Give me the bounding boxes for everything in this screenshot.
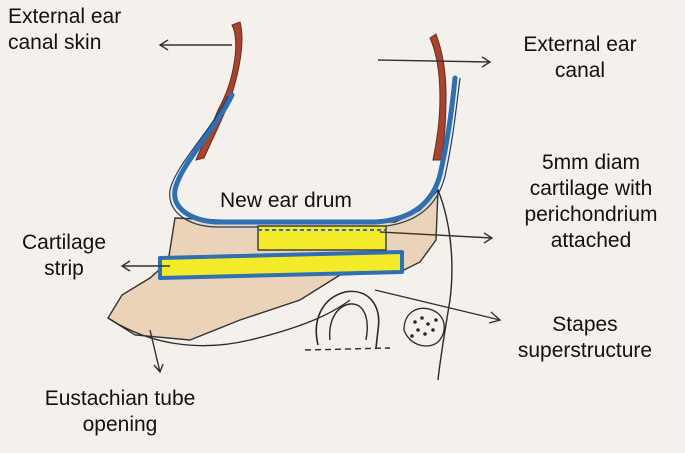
- label-line: External ear: [8, 5, 122, 28]
- label-line: Eustachian tube: [44, 387, 196, 410]
- cartilage-strip: [158, 250, 404, 280]
- label-line: canal: [554, 59, 606, 82]
- label-line: superstructure: [517, 339, 653, 362]
- arrow-external-canal: [377, 59, 491, 63]
- label-line: Cartilage: [21, 231, 107, 254]
- label-line: canal skin: [8, 31, 102, 54]
- label-external-ear-canal: External ear canal: [500, 32, 660, 84]
- stapes-footplate: [304, 347, 391, 351]
- arrow-eustachian: [149, 329, 161, 373]
- label-line: attached: [550, 229, 632, 252]
- pointer-arrows: [120, 39, 502, 374]
- label-eustachian-tube-opening: Eustachian tube opening: [20, 386, 220, 438]
- tissue-lower-edge: [107, 299, 351, 347]
- new-ear-drum: [172, 75, 458, 225]
- label-cartilage-graft: 5mm diam cartilage with perichondrium at…: [506, 150, 676, 254]
- label-new-ear-drum: New ear drum: [220, 189, 352, 212]
- canal-skin-right: [429, 33, 447, 161]
- canal-skin-left: [195, 21, 243, 161]
- label-line: strip: [44, 257, 84, 280]
- label-cartilage-strip: Cartilage strip: [6, 230, 122, 282]
- label-line: 5mm diam: [541, 151, 641, 174]
- round-window-niche: [403, 307, 445, 347]
- inner-wall: [437, 189, 453, 381]
- stapes-superstructure: [315, 290, 380, 349]
- stapes-inner: [329, 303, 368, 341]
- label-line: External ear: [523, 33, 637, 56]
- label-stapes-superstructure: Stapes superstructure: [505, 312, 665, 364]
- round-window-dots: [410, 316, 438, 338]
- label-line: Stapes: [552, 313, 618, 336]
- label-line: opening: [82, 413, 158, 436]
- label-line: cartilage with: [529, 177, 653, 200]
- label-external-ear-canal-skin: External ear canal skin: [8, 4, 121, 56]
- arrow-stapes: [374, 289, 501, 321]
- label-line: perichondrium: [524, 203, 658, 226]
- arrow-graft: [379, 231, 493, 239]
